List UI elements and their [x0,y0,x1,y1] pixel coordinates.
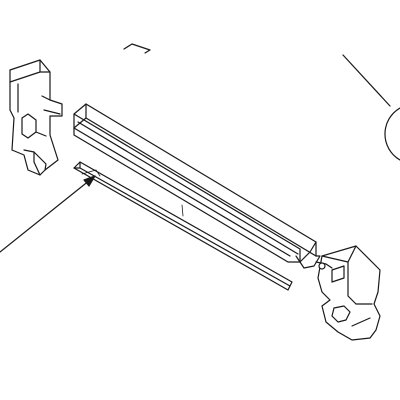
left-end-bracket [9,59,63,176]
right-end-bracket [315,245,381,341]
upper-right-line [342,54,391,107]
leader-line [0,175,96,253]
top-fragment [123,43,151,54]
partial-circle-callout [384,107,400,161]
rail-bar [73,103,321,269]
trim-strip [73,161,293,291]
